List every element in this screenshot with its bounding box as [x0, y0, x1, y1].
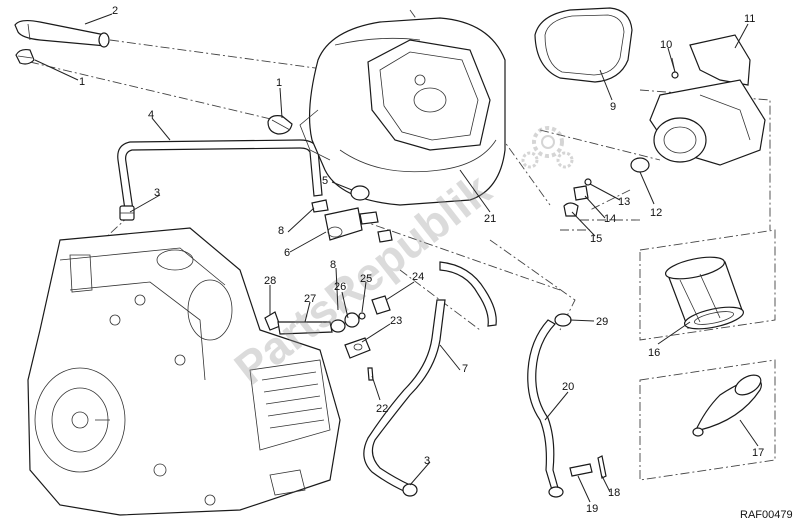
callout-16: 16: [648, 347, 660, 359]
callout-24: 24: [412, 271, 424, 283]
hose-clip-part-1: [15, 48, 35, 65]
callout-10: 10: [660, 39, 672, 51]
callout-1: 1: [79, 76, 85, 88]
callout-21: 21: [484, 213, 496, 225]
callout-26: 26: [334, 281, 346, 293]
callout-14: 14: [604, 213, 616, 225]
callout-11: 11: [744, 13, 755, 25]
callout-23: 23: [390, 315, 402, 327]
filter-guide-boxes: [639, 229, 776, 481]
connector-block-part-6: [311, 185, 393, 243]
clip-parts-18-19: [569, 455, 607, 479]
gear-cluster-icon: [521, 126, 574, 169]
callout-25: 25: [360, 273, 372, 285]
engine-block: [27, 227, 341, 516]
callout-20: 20: [562, 381, 574, 393]
callout-19: 19: [586, 503, 598, 515]
callout-leaders: [34, 13, 759, 503]
callout-22: 22: [376, 403, 388, 415]
callout-18: 18: [608, 487, 620, 499]
callout-15: 15: [590, 233, 602, 245]
callout-7: 7: [462, 363, 468, 375]
hose-clip-part-3: [119, 205, 135, 221]
callout-27: 27: [304, 293, 316, 305]
clamp-part-12: [630, 157, 650, 173]
callout-9: 9: [610, 101, 616, 113]
callout-29: 29: [596, 316, 608, 328]
callout-3: 3: [154, 187, 160, 199]
callout-numbers: 2 1 1 4 3 5 8 6 21 9 10 11 13 14 15 12 2…: [79, 5, 764, 515]
callout-4: 4: [148, 109, 154, 121]
hose-part-7: [363, 299, 446, 493]
callout-8: 8: [278, 225, 284, 237]
callout-6: 6: [284, 247, 290, 259]
breather-pipe-part-2: [14, 19, 110, 48]
hose-clip-part-1b: [267, 115, 293, 135]
callout-12: 12: [650, 207, 662, 219]
screw-part-10: [671, 57, 679, 79]
filter-cartridge-part-16: [664, 256, 745, 330]
hose-part-4: [117, 139, 323, 211]
callout-13: 13: [618, 196, 630, 208]
hose-clip-part-3b: [402, 483, 418, 497]
intake-cover-part-11: [649, 34, 766, 166]
callout-3b: 3: [424, 455, 430, 467]
callout-2: 2: [112, 5, 118, 17]
callout-28: 28: [264, 275, 276, 287]
drain-hose-part-20: [527, 313, 572, 498]
filter-gasket-part-9: [534, 7, 633, 83]
callout-1b: 1: [276, 77, 282, 89]
hose-part-24: [439, 261, 497, 327]
drawing-code: RAF00479: [740, 509, 793, 521]
fasteners-parts-13-15: [563, 178, 592, 217]
callout-8b: 8: [330, 259, 336, 271]
callout-17: 17: [752, 447, 764, 459]
callout-5: 5: [322, 175, 328, 187]
fittings-parts-25-28: [264, 295, 391, 335]
intake-funnel-part-17: [692, 374, 762, 437]
airbox-part-21: [299, 17, 506, 206]
valve-parts-22-23: [344, 337, 374, 381]
